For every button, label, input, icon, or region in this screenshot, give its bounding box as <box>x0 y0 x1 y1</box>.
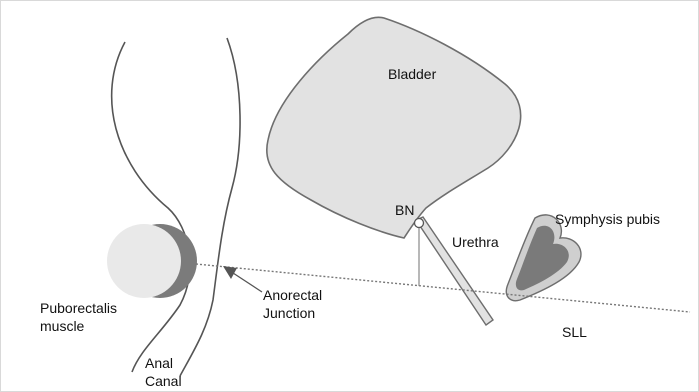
puborectalis-label-line1: Puborectalis <box>40 300 117 317</box>
anorectal-junction-label-line1: Anorectal <box>263 287 322 304</box>
bladder-shape <box>267 17 521 238</box>
bladder-label: Bladder <box>388 66 436 83</box>
anal-canal-label-line2: Canal <box>145 373 182 390</box>
puborectalis-muscle <box>107 224 181 298</box>
anorectal-arrow-line <box>230 271 262 292</box>
urethra-label: Urethra <box>452 234 499 251</box>
anorectal-arrowhead-icon <box>223 266 237 279</box>
bladder-neck-marker <box>415 219 424 228</box>
rectal-wall-right <box>180 38 240 376</box>
puborectalis-label-line2: muscle <box>40 318 84 335</box>
anorectal-junction-label-line2: Junction <box>263 305 315 322</box>
bn-label: BN <box>395 202 414 219</box>
rectal-wall-left <box>112 42 190 372</box>
sll-label: SLL <box>562 324 587 341</box>
symphysis-pubis-label: Symphysis pubis <box>555 211 660 228</box>
anal-canal-label-line1: Anal <box>145 355 173 372</box>
